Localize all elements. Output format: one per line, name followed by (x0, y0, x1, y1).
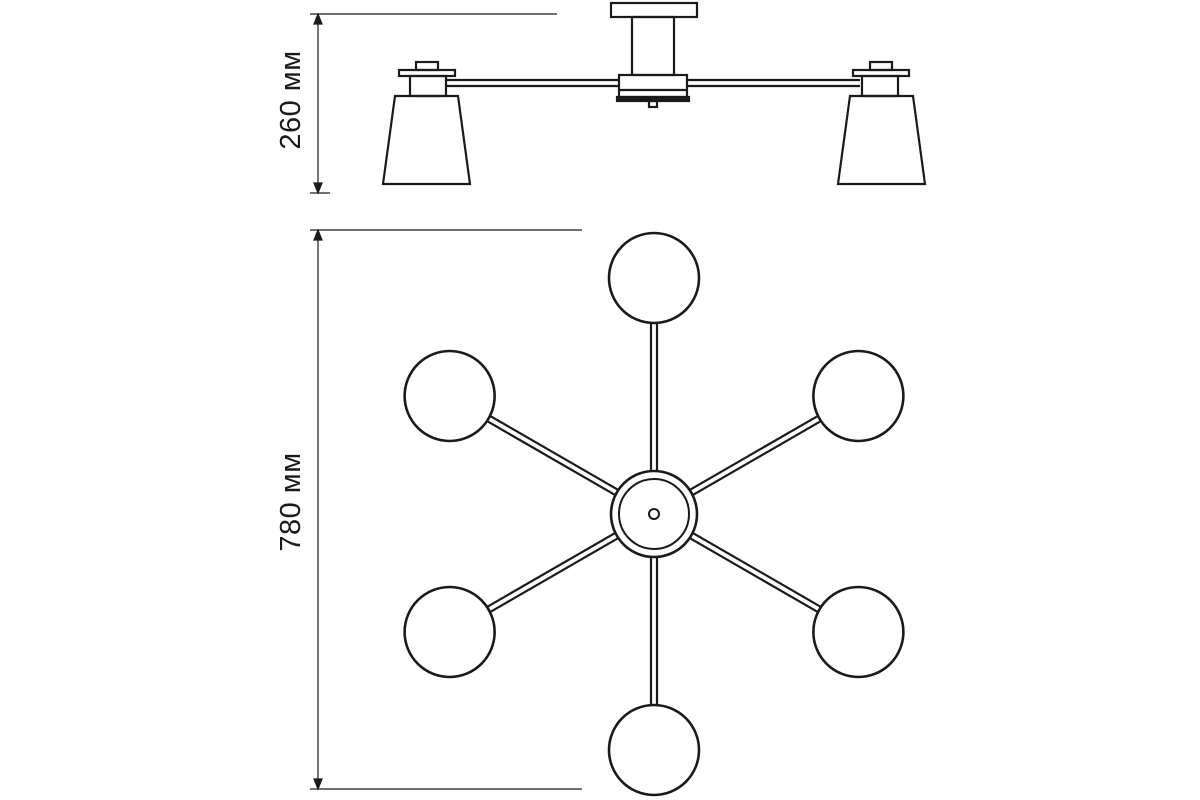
globe-5 (403, 585, 496, 679)
height-arrow-top (313, 12, 323, 25)
side-view (381, 1, 927, 186)
height-dimension (310, 12, 557, 195)
globe-2 (812, 349, 905, 443)
left-shade (381, 94, 472, 186)
globe-1 (607, 231, 701, 325)
right-shade (836, 94, 927, 186)
height-arrow-bottom (313, 182, 323, 195)
top-view (403, 231, 905, 797)
diameter-arrow-top (313, 228, 323, 241)
arm-5-line-2 (486, 530, 618, 608)
arm-3-line-1 (690, 530, 822, 608)
arm-5-line-1 (489, 536, 621, 614)
diameter-arrow-bottom (313, 778, 323, 791)
left-lamp-holder (397, 60, 457, 98)
hub-center-screw (648, 508, 660, 520)
globe-3 (812, 585, 905, 679)
diameter-label: 780 мм (275, 452, 307, 551)
height-label: 260 мм (275, 50, 307, 149)
diameter-dimension (310, 228, 582, 791)
arm-6-line-2 (489, 414, 621, 492)
arm-6-line-1 (486, 420, 618, 498)
globe-4 (607, 703, 701, 797)
arm-3-line-2 (687, 536, 819, 614)
globe-6 (403, 349, 496, 443)
arm-2-line-1 (687, 414, 819, 492)
central-stem (630, 15, 676, 77)
hub-bottom-knob (647, 99, 659, 109)
arm-2-line-2 (690, 420, 822, 498)
hub-body (617, 73, 689, 99)
right-lamp-holder (851, 60, 911, 98)
canopy-plate (609, 1, 699, 19)
